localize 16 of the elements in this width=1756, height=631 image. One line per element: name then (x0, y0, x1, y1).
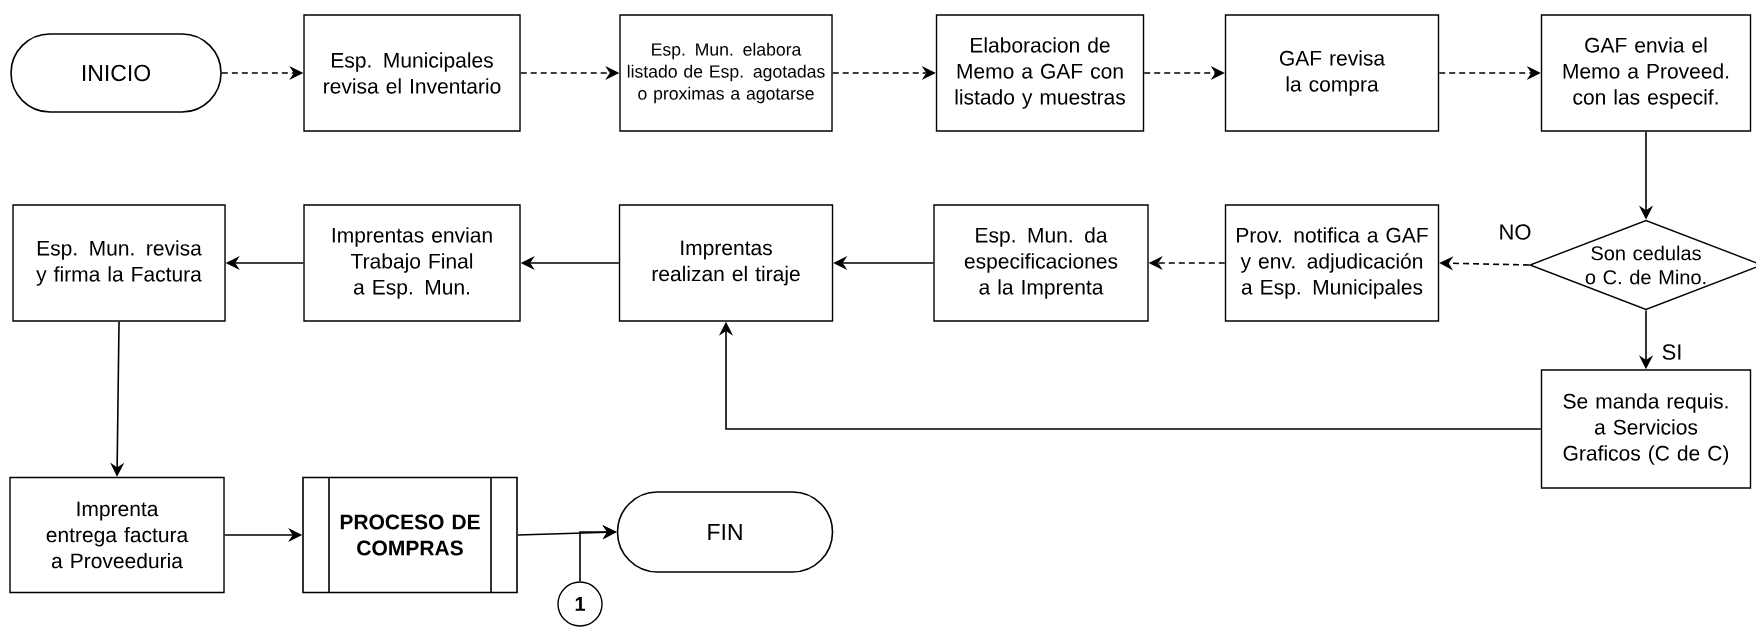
process-box: Esp. Mun. elabora listado de Esp. agotadas o proximas a agotarse (619, 14, 833, 132)
end-terminal: FIN (616, 491, 834, 573)
edge-label: SI (1659, 342, 1685, 362)
subprocess-box: PROCESO DE COMPRAS (302, 476, 518, 594)
process-box: GAF revisa la compra (1224, 14, 1440, 132)
process-box: Esp. Mun. revisa y firma la Factura (12, 204, 226, 322)
process-box: Elaboracion de Memo a GAF con listado y muestras (935, 14, 1145, 132)
process-box: Imprentas envian Trabajo Final a Esp. Mun. (303, 204, 521, 322)
process-box: GAF envia el Memo a Proveed. con las especif. (1540, 14, 1752, 132)
process-box: Esp. Mun. da especificaciones a la Imprenta (933, 204, 1149, 322)
process-box: Imprenta entrega factura a Proveeduria (9, 476, 225, 594)
process-box: Imprentas realizan el tiraje (618, 204, 834, 322)
process-box: Se manda requis. a Servicios Graficos (C de C) (1540, 369, 1752, 489)
start-terminal: INICIO (10, 33, 222, 113)
process-box: Esp. Municipales revisa el Inventario (303, 14, 521, 132)
process-box: Prov. notifica a GAF y env. adjudicación a Esp. Municipales (1224, 204, 1440, 322)
